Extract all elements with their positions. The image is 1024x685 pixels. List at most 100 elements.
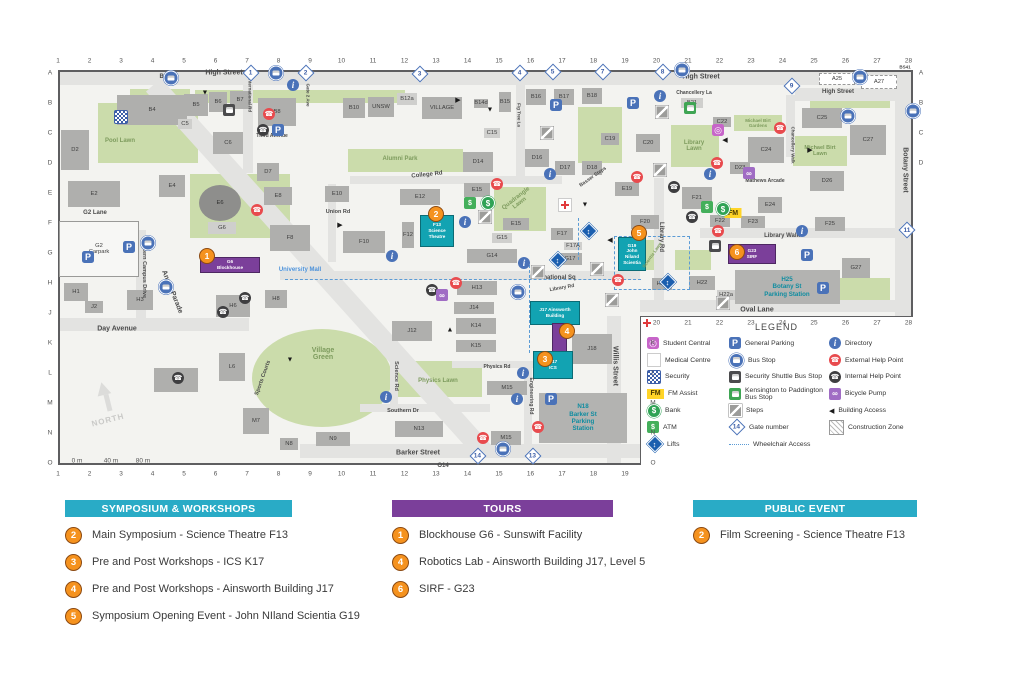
- grid-number: 25: [810, 57, 818, 65]
- map-label: High Street: [821, 89, 855, 95]
- steps-icon: [605, 293, 619, 307]
- grid-number: 19: [621, 57, 629, 65]
- map-label: Michael Birt Gardens: [745, 118, 771, 128]
- building: H13: [457, 281, 497, 295]
- grid-number: 24: [778, 319, 787, 327]
- legend-item: Student Central: [647, 335, 729, 352]
- bus-stop-icon: [729, 352, 744, 368]
- steps-icon: [478, 210, 492, 224]
- building: B12a: [397, 93, 417, 105]
- directory-icon: [517, 367, 529, 379]
- building: B5: [184, 94, 208, 116]
- internal-help-icon: [257, 124, 269, 136]
- grid-number: 17: [558, 470, 566, 478]
- building-access-icon: ▼: [201, 89, 209, 97]
- legend-item: Steps: [729, 402, 829, 419]
- grid-number: 13: [432, 57, 440, 65]
- map-label: Library Walk: [764, 233, 800, 239]
- road: [516, 85, 525, 180]
- row-letter: C: [47, 129, 53, 137]
- row-letter: N: [47, 429, 53, 437]
- building: H1: [64, 283, 88, 301]
- building: F12: [402, 222, 414, 248]
- road: [390, 338, 398, 410]
- legend-item: Internal Help Point: [829, 369, 909, 386]
- grid-number: 28: [904, 319, 913, 327]
- general-parking-icon: [82, 251, 94, 263]
- directory-icon: [544, 168, 556, 180]
- row-letter: G: [47, 249, 53, 257]
- grid-number: 11: [369, 470, 377, 478]
- gate-number-label: 13: [529, 452, 537, 460]
- wheelchair-icon: [729, 443, 749, 445]
- grid-number: 18: [589, 57, 598, 65]
- building: B15: [499, 92, 511, 112]
- grid-number: 27: [873, 57, 881, 65]
- road: [360, 404, 490, 412]
- student-central-icon: [647, 337, 659, 350]
- directory-icon: [796, 225, 808, 237]
- grid-number: 16: [526, 57, 535, 65]
- legend-item: Security: [647, 369, 729, 386]
- map-label: High Street: [205, 69, 243, 77]
- gate-number-label: 4: [518, 69, 522, 77]
- gate-number-label: 1: [249, 69, 253, 77]
- gate-number-label: 14: [474, 452, 482, 460]
- internal-help-icon: [686, 211, 698, 223]
- external-help-icon: [251, 204, 263, 216]
- building: A25: [819, 73, 855, 85]
- internal-help-icon: [426, 284, 438, 296]
- bus-stop-icon: [140, 235, 156, 251]
- steps-icon: [540, 126, 554, 140]
- bank-icon: [647, 403, 661, 418]
- grid-number: 13: [432, 470, 440, 478]
- general-parking-icon: [817, 282, 829, 294]
- map-label: Third Avenue: [256, 133, 288, 139]
- building: E15: [503, 218, 529, 230]
- gate-number-label: 9: [790, 82, 794, 90]
- building: B14d: [474, 98, 488, 108]
- gate-number-label: 2: [304, 69, 308, 77]
- bus-stop-icon: [510, 284, 526, 300]
- grid-number: 21: [684, 57, 692, 65]
- grid-number: 4: [150, 57, 155, 65]
- building: G14: [467, 249, 517, 263]
- building: H3: [127, 290, 153, 310]
- map-label: Willis Street: [611, 345, 619, 387]
- legend-item-label: Internal Help Point: [845, 373, 901, 381]
- map-label: Oval Lane: [740, 306, 774, 314]
- wheelchair-access-path: [578, 218, 579, 260]
- external-help-icon: [712, 225, 724, 237]
- map-label: BS41: [899, 64, 911, 70]
- row-letter: M: [650, 399, 656, 407]
- scale-label: 80 m: [135, 457, 151, 465]
- event-marker: 2: [428, 206, 444, 222]
- grid-number: 24: [778, 57, 787, 65]
- building: VILLAGE: [422, 97, 462, 119]
- building: C20: [636, 134, 660, 152]
- internal-help-icon: [172, 372, 184, 384]
- map-label: Day Avenue: [97, 325, 137, 333]
- event-marker: 6: [729, 244, 745, 260]
- building: UNSW: [368, 97, 394, 117]
- building: F17: [551, 228, 573, 240]
- fm-assist-icon: [724, 208, 742, 218]
- row-letter: M: [47, 399, 53, 407]
- lawn: [252, 329, 392, 427]
- wheelchair-access-path: [285, 279, 641, 280]
- gate-icon: 14: [728, 418, 746, 436]
- row-letter: D: [918, 159, 924, 167]
- legend-item: General Parking: [729, 335, 829, 352]
- event-marker: 5: [631, 225, 647, 241]
- grid-number: 2: [87, 57, 92, 65]
- building: C6: [213, 132, 243, 154]
- map-label: G2 Lane: [83, 210, 107, 216]
- building: K14: [456, 318, 496, 334]
- gate-number-label: 14: [733, 423, 741, 431]
- general-parking-icon: [272, 124, 284, 136]
- kensington-paddington-icon: [729, 387, 741, 400]
- grid-number: 25: [810, 319, 818, 327]
- legend-item-label: Student Central: [663, 339, 711, 347]
- road: [280, 271, 640, 280]
